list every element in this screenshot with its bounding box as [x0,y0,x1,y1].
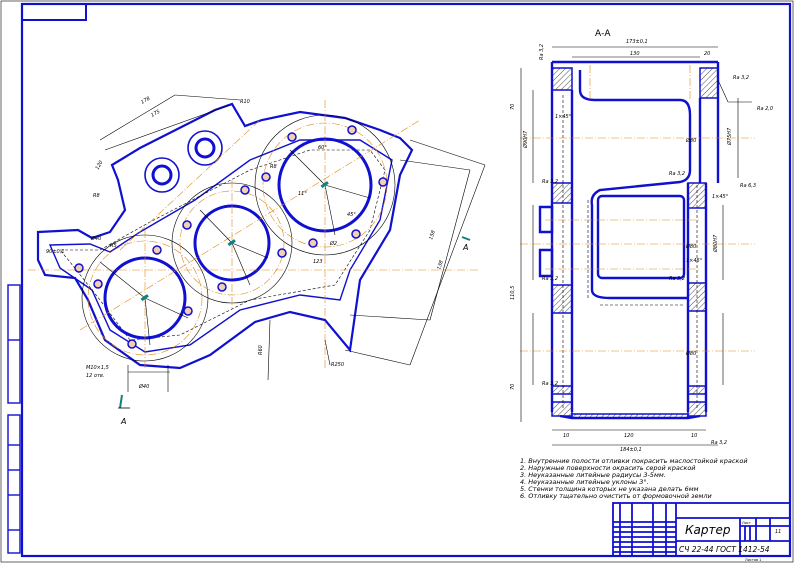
dim-label: 45° [347,212,356,218]
dim-label: Ra 3,2 [542,276,558,282]
dimension-lines [99,94,486,392]
section-dimension-lines [520,46,752,446]
dim-label: 1×45° [686,258,703,264]
dim-label: 110,5 [510,286,516,300]
note-line: 4. Неуказанные литейные уклоны 3°. [520,478,649,486]
dim-label: Ø80 [685,350,696,357]
dim-label: Ra 3,2 [733,75,749,81]
dim-label: Ø80H7 [712,234,719,253]
dim-label: R5 [110,243,117,249]
dim-label: M10×1,5 [86,365,109,371]
section-mark-label: А [462,243,468,252]
main-dimension-labels: 178 R10 175 R8 120 90±0,1 Ø40 R5 M10×1,5… [46,96,445,390]
sheet-label: Лист [742,521,751,525]
part-name: Картер [685,523,731,537]
radial-lines [99,149,371,346]
dim-label: Ø75H7 [726,127,733,146]
sheet-code: 11 [775,529,781,535]
note-line: 6. Отливку тщательно очистить от формово… [520,492,712,500]
material-spec: СЧ 22-44 ГОСТ 1412-54 [679,545,770,554]
section-view-a-a: А-А [510,29,773,453]
dim-label: 120 [624,433,634,439]
sheets-label: Листов 1 [745,558,761,562]
dim-label: 10 [563,433,569,439]
dim-label: 1×45° [712,194,729,200]
center-markers [140,181,329,302]
dim-label: 20 [704,51,710,57]
section-center-lines [520,65,755,352]
dim-label: R250 [331,362,344,368]
boss-outer [187,130,223,166]
section-hidden-lines [562,95,698,410]
inner-flange-outline [48,139,393,353]
dim-label: 120 [95,160,105,171]
dim-label: Ø80 [685,137,696,144]
section-walls [538,60,720,420]
dim-label: 90±0,1 [46,249,65,255]
dim-label: Ra 3,2 [711,440,727,446]
dim-label: R8 [93,193,100,199]
note-line: 1. Внутренние полости отливки покрасить … [520,457,748,465]
main-view: А А 178 R10 175 R8 120 90±0,1 Ø40 R5 M10… [28,94,486,426]
hatched-walls [551,67,719,419]
dim-label: 70 [510,104,516,110]
dim-label: 184±0,1 [620,447,642,453]
note-line: 5. Стенки толщина которых не указана дел… [520,485,699,493]
dim-label: 11° [298,191,307,197]
dim-label: R8 [270,164,277,170]
dim-label: Ø90H7 [522,130,529,149]
section-title: А-А [595,29,611,39]
note-line: 3. Неуказанные литейные радиусы 3-5мм. [520,471,666,479]
dim-label: Ra 3,2 [542,381,558,387]
dim-label: 158 [428,230,437,241]
dim-label: Ø40 [90,235,101,242]
dim-label: Ø80 [685,243,696,250]
left-margin-strips [7,284,21,554]
dim-label: 70 [510,384,516,390]
boss-bore [194,137,216,159]
drawing-frame [20,2,792,558]
dim-label: 130 [630,51,640,57]
section-dimension-labels: 173±0,1 130 20 Ra 3,2 Ra 2,0 Ra 6,3 Ra 3… [510,39,773,453]
title-block: Картер СЧ 22-44 ГОСТ 1412-54 11 Лист Лис… [612,502,791,562]
dim-label: 173±0,1 [626,39,648,45]
boss-bore [151,164,173,186]
dim-label: Ra 3,2 [539,44,545,60]
dim-label: Ø2 [329,240,337,247]
hidden-wall-line [59,149,386,341]
dim-label: R60 [258,345,264,355]
housing-outline [36,102,414,370]
dim-label: Ra 3,2 [542,179,558,185]
dim-label: R10 [240,99,250,105]
bolt-holes [74,125,388,349]
dim-label: 123 [313,259,323,265]
dim-label: 10 [691,433,697,439]
boss-outer [144,157,180,193]
dim-label: Ra 2,0 [757,106,773,112]
dim-label: Ra 3,2 [669,276,685,282]
dim-label: Ra 3,2 [669,171,685,177]
section-mark-label: А [120,417,126,426]
center-lines [28,100,480,370]
section-arrow-a-right: А [461,236,471,252]
dim-label: Ra 6,3 [740,183,756,189]
dim-label: 60° [318,145,327,151]
section-arrow-a-bottom: А [118,394,130,426]
dim-label: 138 [436,260,445,271]
dim-label: 175 [150,109,161,119]
technical-notes: 1. Внутренние полости отливки покрасить … [520,457,748,500]
dim-label: 12 отв. [86,373,104,379]
corner-stamp-box [21,3,87,21]
dim-label: 178 [140,96,151,106]
note-line: 2. Наружные поверхности окрасить серой к… [520,464,696,472]
dim-label: 1×45° [555,114,572,120]
dim-label: Ø40 [138,383,149,390]
